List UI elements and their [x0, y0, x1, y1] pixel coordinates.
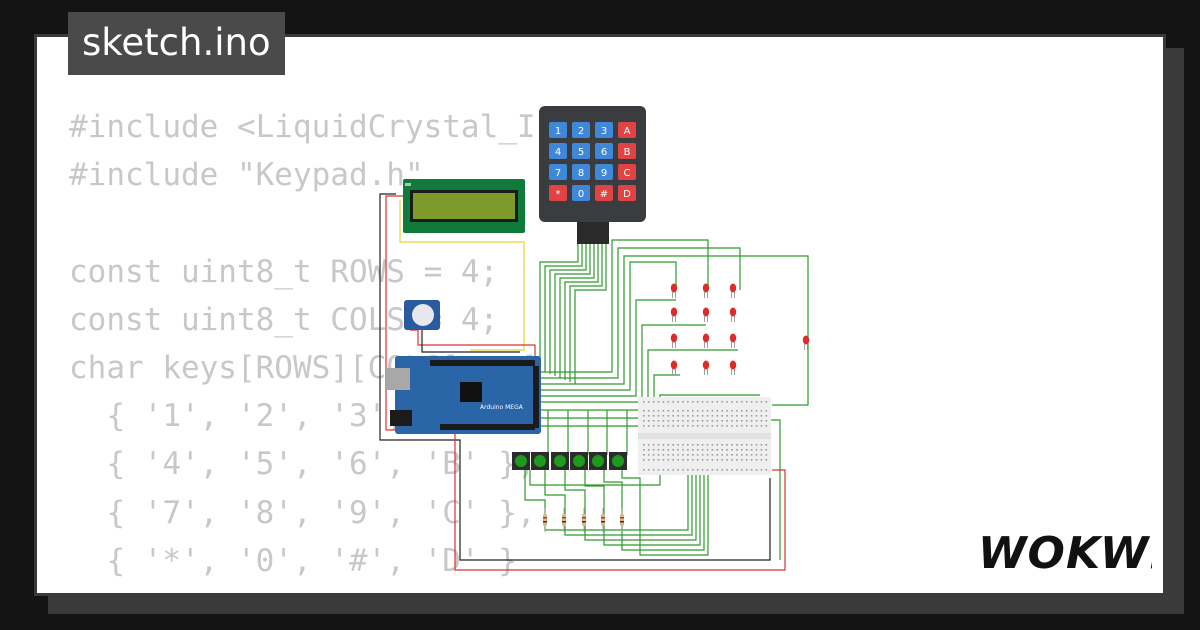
membrane-keypad[interactable]: 1 2 3 A 4 5 6 B 7 8 9 C * 0 # D: [539, 106, 646, 244]
led-array[interactable]: [670, 283, 810, 376]
push-button[interactable]: [570, 452, 588, 470]
keypad-key[interactable]: 9: [595, 164, 613, 180]
keypad-key[interactable]: 5: [572, 143, 590, 159]
wokwi-logo: WOKWi: [978, 528, 1152, 579]
red-led[interactable]: [702, 283, 710, 299]
board-label: Arduino MEGA: [480, 404, 524, 411]
code-line: #include <LiquidCrystal_I: [69, 109, 536, 145]
keypad-key[interactable]: D: [618, 185, 636, 201]
red-led[interactable]: [670, 283, 678, 299]
lcd-display[interactable]: [403, 179, 525, 233]
keypad-key[interactable]: 8: [572, 164, 590, 180]
keypad-key[interactable]: 1: [549, 122, 567, 138]
red-led[interactable]: [670, 307, 678, 323]
svg-text:B: B: [624, 147, 631, 158]
svg-text:3: 3: [601, 126, 607, 137]
code-line: const uint8_t COLS = 4;: [69, 301, 499, 338]
svg-text:6: 6: [601, 147, 607, 158]
keypad-key[interactable]: B: [618, 143, 636, 159]
push-buttons[interactable]: [512, 452, 627, 470]
svg-text:8: 8: [578, 168, 584, 179]
keypad-key[interactable]: 7: [549, 164, 567, 180]
keypad-key[interactable]: #: [595, 185, 613, 201]
svg-text:0: 0: [578, 189, 584, 200]
push-button[interactable]: [589, 452, 607, 470]
push-button[interactable]: [531, 452, 549, 470]
wire-bundle: [379, 193, 809, 571]
push-button[interactable]: [512, 452, 530, 470]
svg-text:WOKWi: WOKWi: [978, 528, 1152, 579]
push-button[interactable]: [551, 452, 569, 470]
keypad-key[interactable]: 4: [549, 143, 567, 159]
keypad-key[interactable]: 0: [572, 185, 590, 201]
resistors: [543, 508, 624, 532]
red-led[interactable]: [670, 360, 678, 376]
red-led[interactable]: [729, 333, 737, 349]
file-name-tab[interactable]: sketch.ino: [68, 12, 285, 75]
svg-text:C: C: [624, 168, 631, 179]
red-led[interactable]: [702, 307, 710, 323]
code-line: { '*', '0', '#', 'D' }: [69, 542, 517, 579]
red-led[interactable]: [729, 283, 737, 299]
svg-text:D: D: [623, 189, 631, 200]
arduino-mega-board[interactable]: Arduino MEGA: [386, 356, 541, 434]
red-led[interactable]: [802, 335, 810, 351]
resistor: [582, 508, 586, 532]
keypad-key[interactable]: 6: [595, 143, 613, 159]
red-led[interactable]: [729, 360, 737, 376]
svg-text:#: #: [600, 189, 608, 200]
resistor: [620, 508, 624, 532]
svg-text:7: 7: [555, 168, 561, 179]
code-line: { '7', '8', '9', 'C' },: [69, 494, 536, 531]
svg-text:9: 9: [601, 168, 607, 179]
resistor: [601, 508, 605, 532]
code-editor: #include <LiquidCrystal_I #include "Keyp…: [69, 103, 536, 593]
code-line: #include "Keypad.h": [69, 157, 424, 194]
keypad-key[interactable]: C: [618, 164, 636, 180]
svg-text:A: A: [624, 126, 631, 137]
red-led[interactable]: [670, 333, 678, 349]
svg-text:5: 5: [578, 147, 584, 158]
svg-text:2: 2: [578, 126, 584, 137]
red-led[interactable]: [702, 360, 710, 376]
red-led[interactable]: [702, 333, 710, 349]
resistor: [543, 508, 547, 532]
svg-text:*: *: [556, 189, 561, 200]
push-button[interactable]: [609, 452, 627, 470]
keypad-key[interactable]: 3: [595, 122, 613, 138]
code-line: const uint8_t ROWS = 4;: [69, 253, 499, 290]
svg-text:4: 4: [555, 147, 561, 158]
keypad-key[interactable]: A: [618, 122, 636, 138]
resistor: [562, 508, 566, 532]
pir-sensor[interactable]: [404, 300, 440, 330]
keypad-key[interactable]: *: [549, 185, 567, 201]
breadboard[interactable]: [638, 397, 771, 475]
code-line: };: [69, 591, 106, 593]
svg-text:1: 1: [555, 126, 561, 137]
red-led[interactable]: [729, 307, 737, 323]
keypad-key[interactable]: 2: [572, 122, 590, 138]
